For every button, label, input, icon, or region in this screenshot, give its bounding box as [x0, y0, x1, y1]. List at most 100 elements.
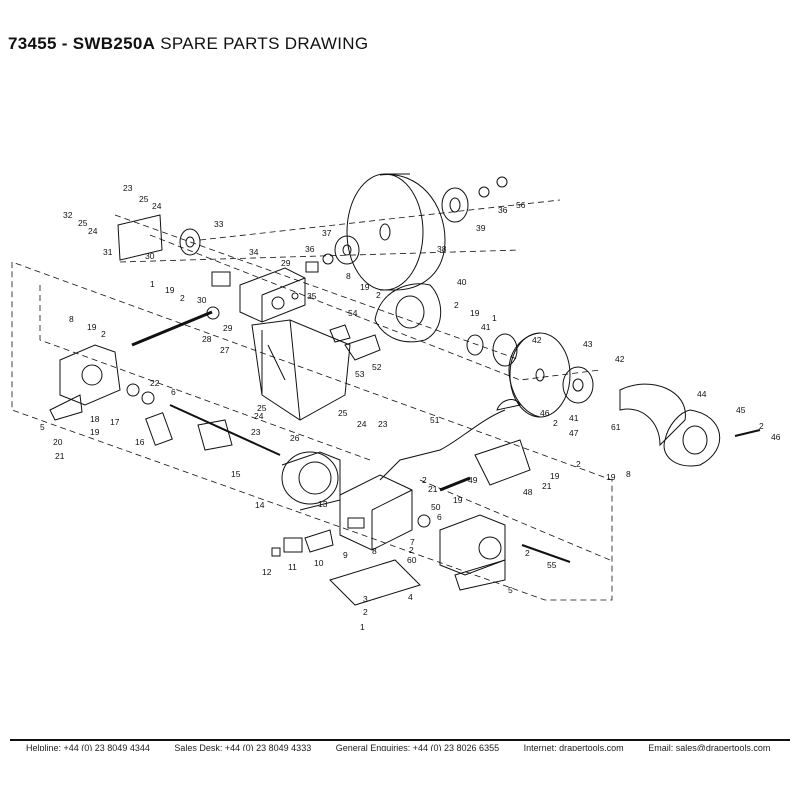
- bearing-29: [305, 261, 319, 273]
- part-label: 20: [53, 437, 63, 447]
- switch-11: [283, 537, 303, 553]
- part-labels: 23 25 24 32 25 24 31 33 30 34 1 19 2 30 …: [40, 183, 781, 632]
- part-label: 42: [615, 354, 625, 364]
- spindle-28: [131, 310, 213, 347]
- assembly-guide-lines: [11, 199, 613, 601]
- flange-42-outer: [562, 366, 594, 404]
- part-label: 19: [550, 471, 560, 481]
- footer-email[interactable]: Email: sales@drapertools.com: [648, 743, 771, 751]
- part-label: 61: [611, 422, 621, 432]
- switch-cover-10: [304, 529, 334, 553]
- part-label: 8: [626, 469, 631, 479]
- part-label: 46: [540, 408, 550, 418]
- part-label: 41: [481, 322, 491, 332]
- part-label: 8: [69, 314, 74, 324]
- part-label: 36: [498, 205, 508, 215]
- bracket-54: [329, 324, 351, 343]
- part-label: 9: [343, 550, 348, 560]
- part-label: 34: [249, 247, 259, 257]
- part-label: 31: [103, 247, 113, 257]
- grinding-wheel-right: [508, 332, 571, 418]
- part-label: 19: [165, 285, 175, 295]
- drawing-title: SPARE PARTS DRAWING: [160, 34, 369, 53]
- part-label: 25: [338, 408, 348, 418]
- part-label: 51: [430, 415, 440, 425]
- pulley-33: [179, 228, 201, 256]
- part-label: 24: [357, 419, 367, 429]
- part-label: 52: [372, 362, 382, 372]
- switch-housing-35: [239, 267, 306, 323]
- rotor-15: [169, 404, 281, 456]
- end-cover-5-right: [439, 514, 506, 591]
- part-label: 23: [123, 183, 133, 193]
- part-label: 2: [759, 421, 764, 431]
- wheel-guard-40: [374, 283, 442, 343]
- footer-helpline: Helpline: +44 (0) 23 8049 4344: [26, 743, 150, 751]
- tool-rest-53: [344, 334, 381, 361]
- part-label: 12: [262, 567, 272, 577]
- part-label: 50: [431, 502, 441, 512]
- part-label: 6: [171, 387, 176, 397]
- part-label: 24: [152, 201, 162, 211]
- part-label: 29: [223, 323, 233, 333]
- part-label: 19: [453, 495, 463, 505]
- part-label: 45: [736, 405, 746, 415]
- part-label: 8: [372, 546, 377, 556]
- part-label: 25: [139, 194, 149, 204]
- part-label: 21: [428, 484, 438, 494]
- part-label: 23: [378, 419, 388, 429]
- power-cable-51: [379, 399, 521, 481]
- part-label: 2: [454, 300, 459, 310]
- footer-enquiries: General Enquiries: +44 (0) 23 8026 6355: [335, 743, 500, 751]
- bearing-6: [141, 391, 155, 405]
- washer-36-left: [322, 253, 334, 265]
- part-label: 49: [468, 475, 478, 485]
- flange-42: [492, 333, 518, 367]
- part-label: 40: [457, 277, 467, 287]
- part-label: 25: [78, 218, 88, 228]
- part-label: 19: [360, 282, 370, 292]
- part-label: 5: [508, 585, 513, 595]
- part-label: 28: [202, 334, 212, 344]
- part-label: 13: [318, 499, 328, 509]
- base-plate-4: [329, 559, 421, 606]
- footer-divider: [10, 739, 790, 741]
- screw-12: [271, 547, 281, 557]
- part-label: 2: [409, 545, 414, 555]
- model-code: 73455 - SWB250A: [8, 34, 156, 53]
- screw-46: [734, 429, 761, 437]
- part-label: 30: [197, 295, 207, 305]
- footer-sales: Sales Desk: +44 (0) 23 8049 4333: [174, 743, 312, 751]
- part-label: 19: [606, 472, 616, 482]
- part-label: 1: [360, 622, 365, 632]
- part-label: 14: [255, 500, 265, 510]
- part-label: 5: [40, 422, 45, 432]
- base-housing-9: [339, 474, 413, 551]
- part-label: 41: [569, 413, 579, 423]
- wheel-guard-44: [619, 383, 686, 447]
- part-label: 2: [101, 329, 106, 339]
- base-bracket-27: [251, 319, 351, 421]
- part-label: 1: [150, 279, 155, 289]
- part-label: 21: [542, 481, 552, 491]
- bearing-16: [145, 412, 173, 446]
- part-label: 2: [553, 418, 558, 428]
- part-label: 2: [363, 607, 368, 617]
- switch-rod-49: [439, 476, 471, 492]
- switch-plate-48: [474, 439, 531, 486]
- part-label: 11: [288, 562, 297, 572]
- part-label: 16: [135, 437, 145, 447]
- part-label: 44: [697, 389, 707, 399]
- part-label: 3: [363, 594, 368, 604]
- part-label: 29: [281, 258, 291, 268]
- wheel-flange-39: [441, 187, 469, 223]
- part-label: 60: [407, 555, 417, 565]
- part-label: 26: [290, 433, 300, 443]
- part-label: 2: [576, 459, 581, 469]
- part-label: 42: [532, 335, 542, 345]
- part-label: 22: [150, 378, 160, 388]
- grinding-wheel-left: [346, 173, 446, 291]
- part-label: 47: [569, 428, 579, 438]
- part-label: 7: [410, 537, 415, 547]
- footer-internet[interactable]: Internet: drapertools.com: [523, 743, 624, 751]
